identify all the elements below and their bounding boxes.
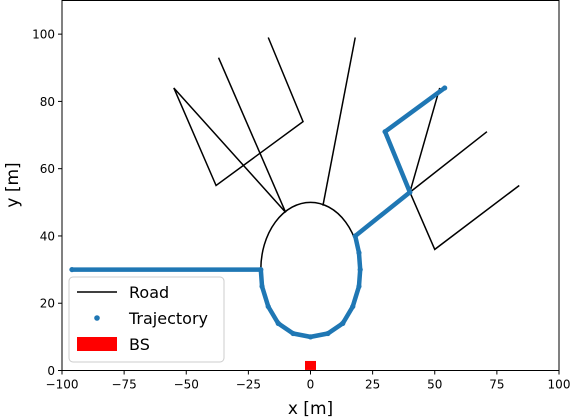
x-tick-label: 50 — [427, 378, 442, 392]
legend-swatch-trajectory — [94, 315, 100, 321]
road-segment — [217, 57, 287, 213]
bs-marker — [305, 360, 316, 370]
legend-swatch-bs — [77, 337, 117, 351]
trajectory-point — [265, 303, 271, 310]
x-tick-label: 75 — [489, 378, 504, 392]
y-tick-label: 40 — [40, 229, 55, 243]
y-tick-label: 20 — [40, 297, 55, 311]
axes-layer: −100 −75 −50 −25 0 25 50 75 100 0 20 40 60 80 100 — [32, 28, 570, 392]
y-tick-label: 100 — [32, 28, 55, 42]
y-tick-label: 60 — [40, 162, 55, 176]
trajectory-point — [382, 129, 388, 135]
trajectory-point — [307, 334, 314, 340]
trajectory-point — [258, 266, 264, 273]
x-tick-label: −50 — [174, 378, 199, 392]
trajectory-point — [259, 283, 265, 290]
x-tick-label: −75 — [111, 378, 136, 392]
trajectory-point — [356, 250, 362, 256]
trajectory-point — [352, 233, 358, 239]
trajectory-point — [69, 266, 75, 273]
x-tick-label: −25 — [236, 378, 261, 392]
plot-layer — [69, 37, 520, 370]
legend-label-trajectory: Trajectory — [128, 309, 208, 328]
trajectory-point — [442, 85, 448, 91]
trajectory-point — [407, 189, 413, 195]
x-axis-title: x [m] — [288, 399, 333, 418]
road-segment — [173, 37, 304, 213]
trajectory-point — [350, 303, 356, 310]
road-segment — [322, 37, 356, 206]
road-segment — [409, 131, 488, 193]
x-tick-label: −100 — [46, 378, 79, 392]
y-tick-label: 0 — [47, 364, 55, 378]
legend-label-bs: BS — [129, 335, 150, 354]
x-tick-label: 0 — [307, 378, 315, 392]
x-tick-label: 100 — [548, 378, 571, 392]
trajectory-point — [290, 330, 296, 337]
trajectory-point — [275, 320, 281, 327]
road-segment — [409, 184, 520, 251]
legend-label-road: Road — [129, 283, 169, 302]
y-axis-title: y [m] — [3, 162, 23, 207]
trajectory-point — [357, 266, 363, 273]
road-segment — [409, 87, 441, 193]
trajectory-point — [356, 283, 362, 290]
trajectory-point — [325, 330, 331, 337]
trajectory-point — [340, 320, 346, 327]
y-tick-label: 80 — [40, 95, 55, 109]
x-tick-label: 25 — [365, 378, 380, 392]
